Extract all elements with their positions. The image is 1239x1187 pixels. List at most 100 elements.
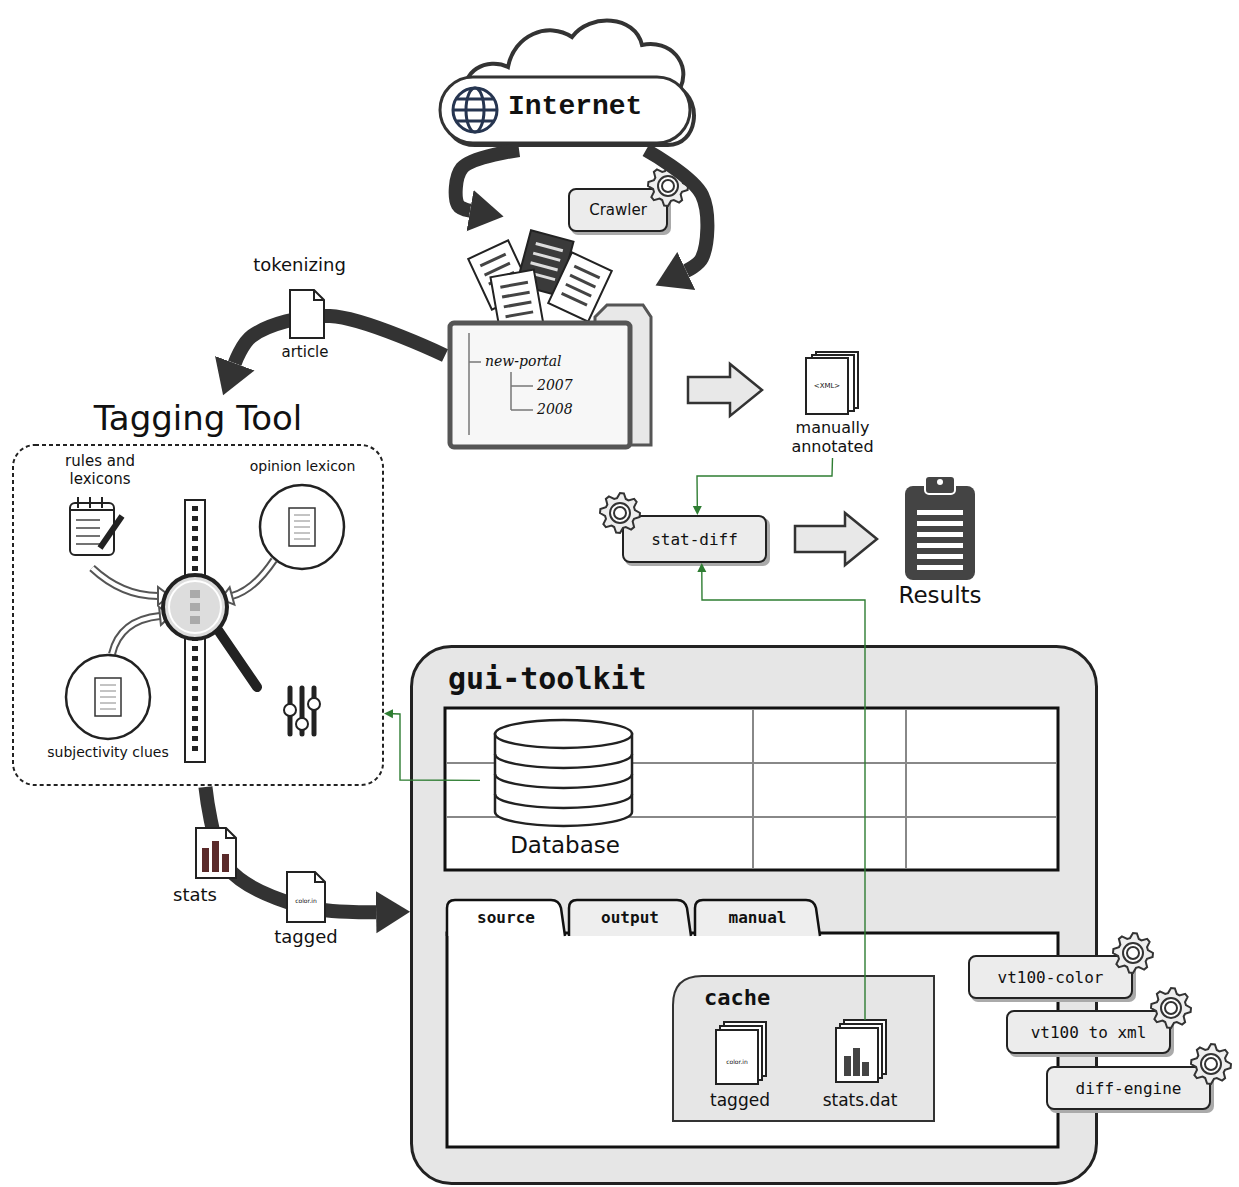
free-label: rules and lexicons — [46, 452, 154, 488]
tab: output — [569, 900, 691, 934]
shape-part — [836, 1028, 878, 1082]
node-text: subjectivity clues — [20, 744, 196, 760]
shape-part — [192, 556, 198, 561]
shape-part — [844, 1056, 851, 1076]
shape-part — [169, 581, 221, 633]
shape-part — [917, 554, 963, 559]
thick-connector — [456, 150, 519, 211]
node-text: diff-engine — [1076, 1079, 1182, 1098]
shape-part — [862, 1062, 869, 1076]
shape-part — [853, 1048, 860, 1076]
shape-part — [100, 709, 116, 710]
shape-part — [1127, 947, 1139, 959]
results-clipboard: Results — [885, 470, 995, 615]
shape-part — [218, 630, 257, 687]
shape-part — [112, 616, 160, 654]
shape-part — [449, 932, 562, 938]
article-icon — [290, 290, 324, 338]
shape-part — [192, 696, 198, 701]
shape-part — [905, 486, 975, 580]
shape-part — [457, 98, 493, 101]
shape-part — [495, 754, 632, 768]
shape-part — [290, 290, 324, 338]
shape-part — [232, 560, 274, 596]
block-connector — [688, 364, 762, 416]
shape-part — [192, 516, 198, 521]
shape-part — [453, 109, 497, 112]
shape-part — [533, 252, 561, 262]
process-box: stat-diff — [622, 515, 767, 563]
node-text: manual — [729, 908, 787, 927]
shape-part — [315, 872, 325, 882]
file-icon: color.intagged — [700, 1022, 780, 1117]
shape-part — [569, 900, 691, 936]
shape-part — [92, 568, 158, 596]
shape-part — [192, 746, 198, 751]
shape-part — [294, 515, 310, 516]
shape-part — [100, 697, 116, 698]
shape-part — [100, 685, 116, 686]
resource-circle: subjectivity clues — [20, 652, 196, 768]
shape-part — [77, 497, 79, 508]
shape-part — [192, 526, 198, 531]
gear-icon — [648, 166, 688, 206]
shape-part — [192, 656, 198, 661]
tagged-icon — [287, 872, 325, 922]
green-connector — [697, 458, 833, 506]
node-text: stat-diff — [651, 530, 738, 549]
shape-part — [695, 900, 820, 936]
shape-part — [917, 510, 963, 515]
shape-part — [66, 655, 150, 739]
shape-part — [1151, 988, 1191, 1028]
shape-part — [457, 120, 493, 123]
shape-part — [192, 546, 198, 551]
node-text: Tagging Tool — [12, 398, 384, 438]
shape-part — [917, 543, 963, 548]
thick-connector — [205, 787, 376, 912]
shape-part — [190, 603, 200, 611]
shape-part — [495, 774, 632, 788]
node-text: <XML> — [806, 382, 848, 390]
shape-part — [917, 532, 963, 537]
shape-part — [610, 503, 630, 523]
node-text: vt100 to xml — [1031, 1023, 1147, 1042]
shape-part — [76, 543, 100, 545]
resource-circle: opinion lexicon — [230, 456, 375, 571]
shape-part — [505, 310, 533, 318]
shape-part — [192, 706, 198, 711]
shape-part — [510, 372, 512, 410]
process-box: diff-engine — [1046, 1066, 1211, 1110]
node-text: vt100-color — [998, 968, 1104, 987]
shape-part — [192, 566, 198, 571]
shape-part — [294, 539, 310, 540]
gear-icon — [1191, 1044, 1231, 1084]
shape-part — [95, 678, 121, 716]
shape-part — [468, 333, 470, 435]
shape-part — [658, 176, 678, 196]
shape-part — [469, 361, 481, 363]
gear-icon — [1113, 933, 1153, 973]
free-label: color.in — [289, 897, 323, 904]
shape-part — [1123, 943, 1143, 963]
node-text: source — [477, 908, 535, 927]
shape-part — [70, 503, 114, 555]
shape-part — [192, 686, 198, 691]
process-box: vt100 to xml — [1006, 1010, 1171, 1054]
shape-part — [192, 646, 198, 651]
shape-part — [1047, 1067, 1210, 1109]
node-text: color.in — [716, 1058, 758, 1065]
node-text: Crawler — [589, 201, 647, 219]
shape-part — [289, 508, 315, 546]
shape-part — [447, 900, 565, 936]
shape-part — [284, 704, 296, 716]
shape-part — [917, 521, 963, 526]
cloud-node: Internet — [430, 5, 700, 150]
shape-part — [614, 507, 626, 519]
shape-part — [453, 88, 497, 132]
shape-part — [202, 848, 209, 872]
shape-part — [287, 872, 325, 922]
node-text: cache — [704, 985, 854, 1010]
node-text: gui-toolkit — [448, 661, 748, 696]
shape-part — [495, 720, 632, 748]
shape-part — [716, 1030, 758, 1084]
